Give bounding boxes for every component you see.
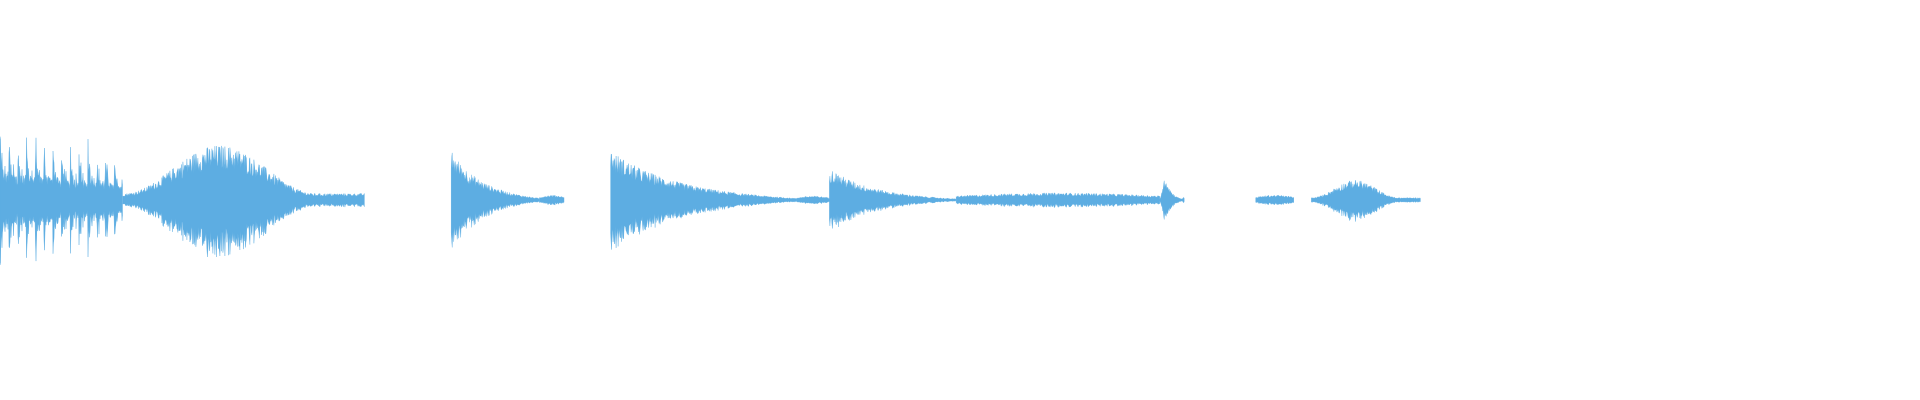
waveform-segment — [1255, 194, 1294, 206]
waveform-segment — [1159, 180, 1183, 220]
waveform-segment — [122, 145, 365, 258]
waveform-segment — [1182, 196, 1185, 204]
waveform-segment — [610, 154, 797, 250]
waveform-segment — [829, 171, 957, 229]
waveform — [0, 136, 1421, 266]
waveform-segment — [796, 195, 830, 205]
waveform-segment — [539, 194, 565, 206]
waveform-segment — [1311, 180, 1421, 222]
waveform-segment — [451, 152, 540, 248]
waveform-segment — [956, 192, 1160, 208]
waveform-segment — [0, 136, 123, 266]
